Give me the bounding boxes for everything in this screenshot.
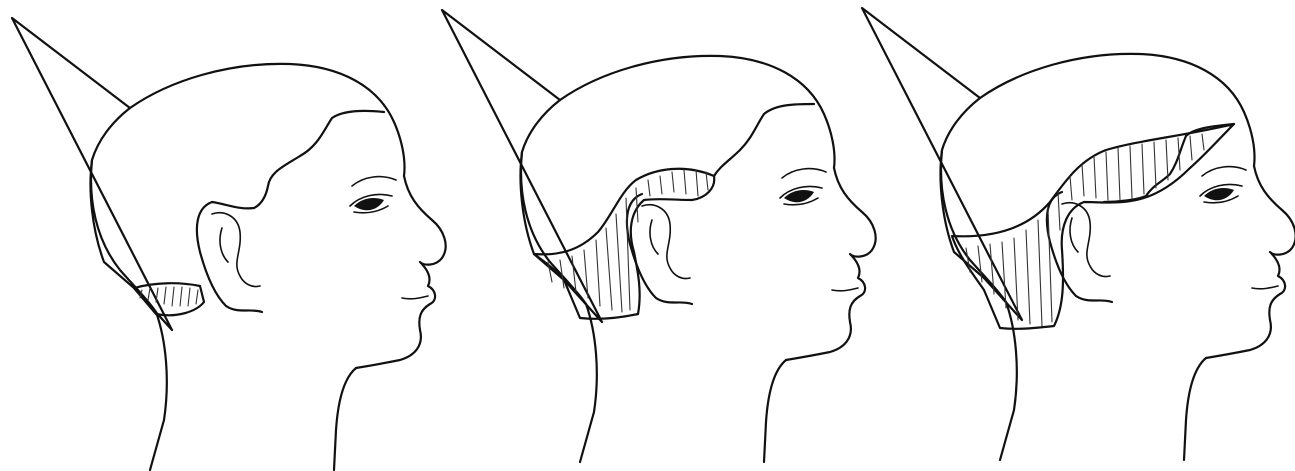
lower-back-hatching <box>548 170 708 312</box>
parting-line-1 <box>212 111 384 209</box>
parting-line-2 <box>714 104 814 176</box>
panel-3 <box>862 8 1295 460</box>
panel-1 <box>12 18 446 470</box>
panel-2 <box>442 10 876 462</box>
